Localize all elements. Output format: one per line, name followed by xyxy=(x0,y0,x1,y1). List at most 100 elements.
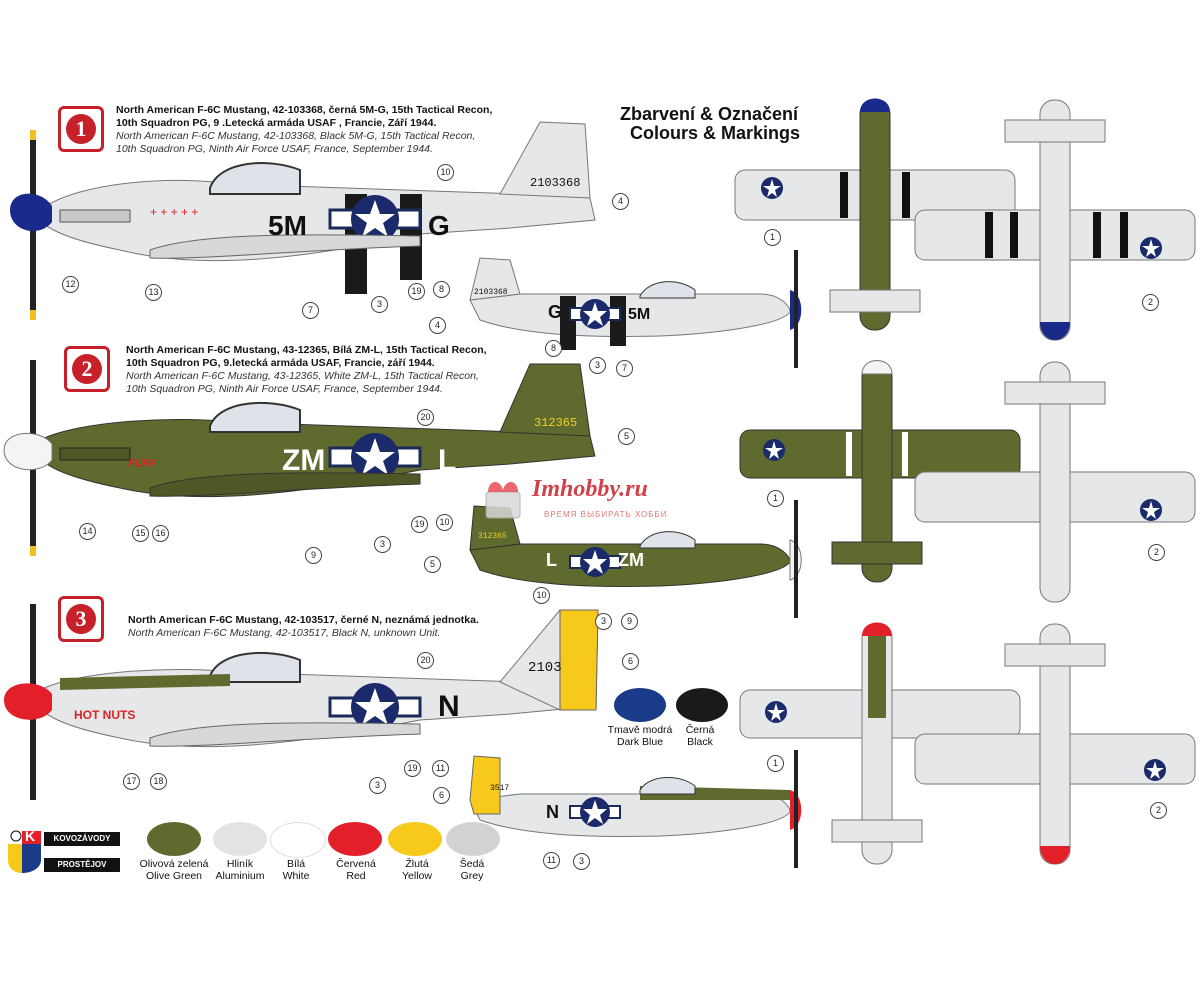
profile-1-number: 1 xyxy=(66,114,96,144)
caption-en-line: North American F-6C Mustang, 42-103368, … xyxy=(116,130,476,142)
swatch-grey xyxy=(446,822,500,856)
swatch-aluminium-cz: Hliník xyxy=(226,858,254,870)
profile-3-nose-art: HOT NUTS xyxy=(74,708,136,722)
callout-5: 5 xyxy=(618,428,635,445)
callout-8b: 8 xyxy=(545,340,562,357)
profile-2-code-right: L xyxy=(438,444,457,477)
caption-cz-line: North American F-6C Mustang, 42-103517, … xyxy=(128,614,479,626)
profile-2-side-view xyxy=(3,360,596,556)
swatch-white xyxy=(270,822,326,858)
caption-en-line: 10th Squadron PG, Ninth Air Force USAF, … xyxy=(126,383,443,395)
caption-cz-line: North American F-6C Mustang, 42-103368, … xyxy=(116,104,493,116)
callout-6b: 6 xyxy=(433,787,450,804)
swatch-red xyxy=(328,822,382,856)
profile-1-small-view xyxy=(469,250,802,368)
callout-19: 19 xyxy=(408,283,425,300)
plan-view-1-top xyxy=(734,98,1016,331)
caption-en-line: North American F-6C Mustang, 43-12365, W… xyxy=(126,370,479,382)
profile-3-number: 3 xyxy=(66,604,96,634)
watermark: Imhobby.ru ВРЕМЯ ВЫБИРАТЬ ХОББИ xyxy=(478,476,738,526)
profile-3-caption: North American F-6C Mustang, 42-103517, … xyxy=(128,614,479,640)
profile-1-serial: 2103368 xyxy=(530,176,581,190)
callout-3c: 3 xyxy=(374,536,391,553)
caption-en-line: North American F-6C Mustang, 42-103517, … xyxy=(128,627,441,639)
plan-view-2-bottom xyxy=(914,361,1196,603)
swatch-black xyxy=(676,688,728,722)
profile-3-small-view xyxy=(469,750,802,868)
swatch-olive-green-cz: Olivová zelená xyxy=(139,858,209,870)
logo-shield-icon xyxy=(8,830,41,873)
profile-1-small-code: G xyxy=(548,302,563,322)
swatch-yellow-en: Yellow xyxy=(402,870,432,882)
callout-7b: 7 xyxy=(616,360,633,377)
callout-11: 11 xyxy=(432,760,449,777)
callout-9b: 9 xyxy=(621,613,638,630)
swatch-aluminium-en: Aluminium xyxy=(215,870,265,882)
callout-9: 9 xyxy=(305,547,322,564)
callout-17: 17 xyxy=(123,773,140,790)
callout-6: 6 xyxy=(622,653,639,670)
swatch-white-cz: Bílá xyxy=(286,858,306,870)
kovozavody-logo: K KOVOZÁVODY PROSTĚJOV xyxy=(8,828,120,874)
swatch-red-cz: Červená xyxy=(336,858,376,870)
profile-3-small-code: N xyxy=(546,802,559,822)
profile-1-caption: North American F-6C Mustang, 42-103368, … xyxy=(116,104,492,156)
svg-text:+ + + + +: + + + + + xyxy=(150,205,198,219)
profile-1-badge: 1 xyxy=(58,106,104,152)
swatch-olive-green xyxy=(147,822,201,856)
callout-3d: 3 xyxy=(595,613,612,630)
callout-10c: 10 xyxy=(533,587,550,604)
callout-19c: 19 xyxy=(404,760,421,777)
swatch-black-label-cz: Černá xyxy=(685,724,715,736)
callout-4: 4 xyxy=(612,193,629,210)
swatch-red-en: Red xyxy=(346,870,366,882)
profile-2-caption: North American F-6C Mustang, 43-12365, B… xyxy=(126,344,487,396)
callout-2c: 2 xyxy=(1150,802,1167,819)
callout-10b: 10 xyxy=(436,514,453,531)
callout-8: 8 xyxy=(433,281,450,298)
callout-11b: 11 xyxy=(543,852,560,869)
swatch-white-en: White xyxy=(282,870,310,882)
swatch-aluminium xyxy=(213,822,267,856)
callout-19b: 19 xyxy=(411,516,428,533)
profile-3-code-right: N xyxy=(438,690,460,723)
profile-2-number: 2 xyxy=(72,354,102,384)
profile-1-code-left: 5M xyxy=(268,210,307,241)
profile-1-code-right: G xyxy=(428,210,450,241)
page-title-en: Colours & Markings xyxy=(630,123,801,143)
callout-7: 7 xyxy=(302,302,319,319)
callout-16: 16 xyxy=(152,525,169,542)
profile-3-serial: 2103 xyxy=(528,660,562,676)
callout-10: 10 xyxy=(437,164,454,181)
callout-1c: 1 xyxy=(767,755,784,772)
logo-text-top: KOVOZÁVODY xyxy=(44,832,120,846)
callout-4b: 4 xyxy=(429,317,446,334)
caption-cz-line: 10th Squadron PG, 9 .Letecká armáda USAF… xyxy=(116,117,437,129)
profile-3-small-serial: 3517 xyxy=(490,784,510,793)
callout-20: 20 xyxy=(417,409,434,426)
profile-2-small-code-left: ZM xyxy=(618,550,644,570)
swatch-olive-green-en: Olive Green xyxy=(145,870,203,882)
profile-2-small-code-right: L xyxy=(546,550,557,570)
plan-view-3-bottom xyxy=(914,623,1196,865)
logo-letter: K xyxy=(25,828,36,844)
watermark-gift-icon xyxy=(485,481,521,519)
swatch-dark-blue-label-en: Dark Blue xyxy=(616,736,664,748)
callout-13: 13 xyxy=(145,284,162,301)
profile-2-small-view xyxy=(469,500,802,618)
swatch-yellow xyxy=(388,822,442,856)
caption-en-line: 10th Squadron PG, Ninth Air Force USAF, … xyxy=(116,143,433,155)
profile-1-small-serial: 2103368 xyxy=(474,288,508,297)
plan-view-2-top xyxy=(739,360,1021,583)
callout-3b: 3 xyxy=(589,357,606,374)
logo-text-bottom: PROSTĚJOV xyxy=(44,858,120,872)
plan-view-3-top xyxy=(739,622,1021,865)
callout-3e: 3 xyxy=(369,777,386,794)
swatch-dark-blue xyxy=(614,688,666,722)
callout-15: 15 xyxy=(132,525,149,542)
callout-1a: 1 xyxy=(764,229,781,246)
callout-2a: 2 xyxy=(1142,294,1159,311)
profile-3-badge: 3 xyxy=(58,596,104,642)
callout-1b: 1 xyxy=(767,490,784,507)
swatch-grey-cz: Šedá xyxy=(459,858,485,870)
